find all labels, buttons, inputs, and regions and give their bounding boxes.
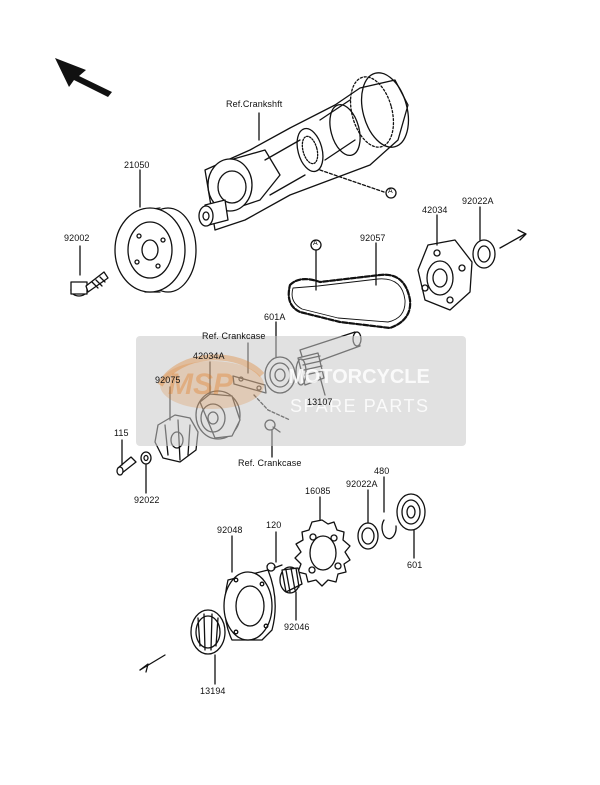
label-16085: 16085 [305, 486, 331, 496]
circlip-480-drawing [381, 519, 397, 540]
clutch-13194-drawing [190, 609, 226, 655]
label-ref-crankcase-bottom: Ref. Crankcase [238, 458, 302, 468]
flange-42034-drawing [417, 239, 473, 311]
needle-bearing-92046-drawing [279, 566, 303, 594]
sprocket-16085-drawing [294, 519, 351, 587]
washer-92022-drawing [140, 451, 152, 465]
label-601a: 601A [264, 312, 286, 322]
chain-92057-drawing [287, 273, 412, 330]
crankshaft-drawing [198, 72, 410, 231]
bolt-120-drawing [266, 562, 283, 572]
bearing-601-drawing [396, 493, 426, 531]
label-circle-a-chain: A [313, 240, 318, 247]
front-direction-arrow-icon [55, 58, 112, 97]
label-42034a: 42034A [193, 351, 225, 361]
label-115: 115 [114, 428, 129, 438]
watermark [136, 336, 466, 446]
label-92022a-top: 92022A [462, 196, 494, 206]
label-120: 120 [266, 520, 282, 530]
label-92075: 92075 [155, 375, 181, 385]
label-92022a-bottom: 92022A [346, 479, 378, 489]
label-ref-crankcase-top: Ref. Crankcase [202, 331, 266, 341]
watermark-line-1: MOTORCYCLE [288, 366, 430, 388]
label-ref-crankshft: Ref.Crankshft [226, 99, 283, 109]
reference-circle-a-top [385, 187, 397, 199]
washer-92022a-bottom-drawing [357, 522, 379, 550]
label-92048: 92048 [217, 525, 243, 535]
label-601: 601 [407, 560, 423, 570]
label-13107: 13107 [307, 397, 333, 407]
reference-circle-a-chain [310, 239, 322, 251]
label-21050: 21050 [124, 160, 150, 170]
ring-gear-92048-drawing [223, 569, 276, 641]
label-92022: 92022 [134, 495, 160, 505]
label-42034: 42034 [422, 205, 448, 215]
washer-92022a-top-drawing [472, 239, 496, 269]
watermark-logo-letters: MSP [168, 368, 234, 401]
label-92057: 92057 [360, 233, 386, 243]
rotor-21050-drawing [114, 207, 197, 293]
label-92002: 92002 [64, 233, 90, 243]
label-13194: 13194 [200, 686, 226, 696]
watermark-line-2: SPARE PARTS [290, 396, 430, 416]
bolt-92002-drawing [70, 271, 109, 297]
screw-115-drawing [116, 456, 137, 476]
label-480: 480 [374, 466, 390, 476]
label-circle-a-top: A [388, 188, 393, 195]
label-92046: 92046 [284, 622, 310, 632]
